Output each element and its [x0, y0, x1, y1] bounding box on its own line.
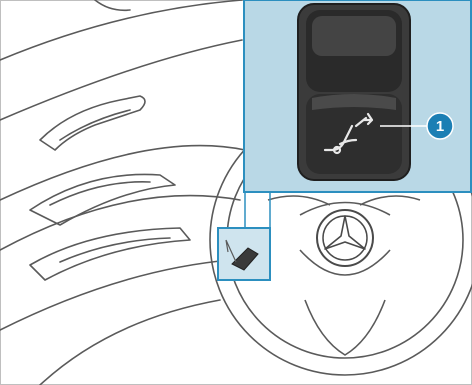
callout-1-number: 1	[436, 118, 444, 135]
switch-upper-shine	[312, 16, 396, 56]
switch-location-highlight	[218, 228, 270, 280]
mercedes-star-logo	[317, 210, 373, 266]
zoom-inset: 1	[244, 0, 471, 192]
